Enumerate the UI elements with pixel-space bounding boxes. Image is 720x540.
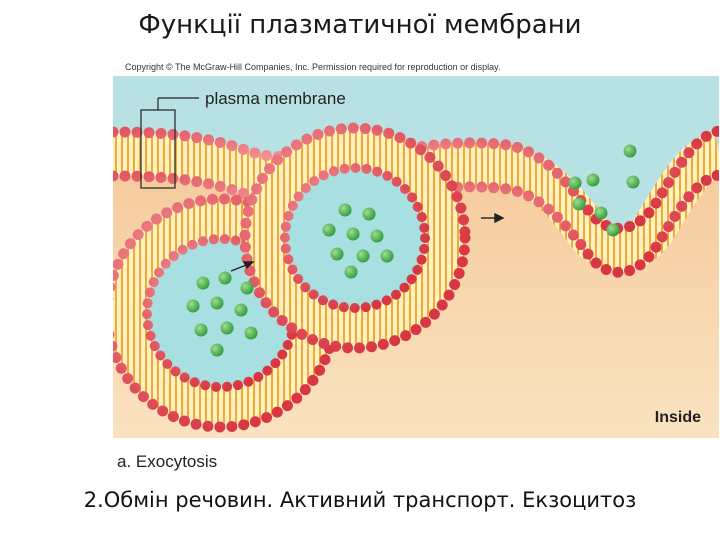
cargo-molecule xyxy=(356,249,370,263)
cargo-molecule xyxy=(370,229,384,243)
cargo-molecule xyxy=(362,207,376,221)
arrow-right-icon xyxy=(481,212,505,224)
cargo-molecule xyxy=(586,173,600,187)
panel-label: a. Exocytosis xyxy=(117,452,217,471)
cargo-molecule xyxy=(606,223,620,237)
inside-label: Inside xyxy=(655,409,701,426)
cargo-molecules xyxy=(186,144,640,357)
cargo-molecule xyxy=(322,223,336,237)
cargo-molecule xyxy=(623,144,637,158)
cargo-molecule xyxy=(568,176,582,190)
slide-title: Функції плазматичної мембрани xyxy=(138,10,582,40)
cargo-molecule xyxy=(196,276,210,290)
cargo-molecule xyxy=(194,323,208,337)
cargo-molecule xyxy=(344,265,358,279)
cargo-molecule xyxy=(626,175,640,189)
exocytosis-figure: Copyright © The McGraw-Hill Companies, I… xyxy=(113,58,719,478)
copyright-notice: Copyright © The McGraw-Hill Companies, I… xyxy=(125,62,500,72)
cargo-molecule xyxy=(234,303,248,317)
cargo-molecule xyxy=(210,343,224,357)
cargo-molecule xyxy=(210,296,224,310)
cargo-molecule xyxy=(572,197,586,211)
cargo-molecule xyxy=(380,249,394,263)
cargo-molecule xyxy=(330,247,344,261)
membrane-outer-leaflet xyxy=(113,125,719,234)
cargo-molecule xyxy=(186,299,200,313)
arrow-right-icon xyxy=(230,261,255,272)
cargo-molecule xyxy=(244,326,258,340)
membrane-label: plasma membrane xyxy=(205,89,346,108)
cargo-molecule xyxy=(220,321,234,335)
slide-caption: 2.Обмін речовин. Активний транспорт. Екз… xyxy=(83,488,637,512)
cargo-molecule xyxy=(594,206,608,220)
cargo-molecule xyxy=(240,281,254,295)
cargo-molecule xyxy=(346,227,360,241)
cargo-molecule xyxy=(338,203,352,217)
cargo-molecule xyxy=(218,271,232,285)
